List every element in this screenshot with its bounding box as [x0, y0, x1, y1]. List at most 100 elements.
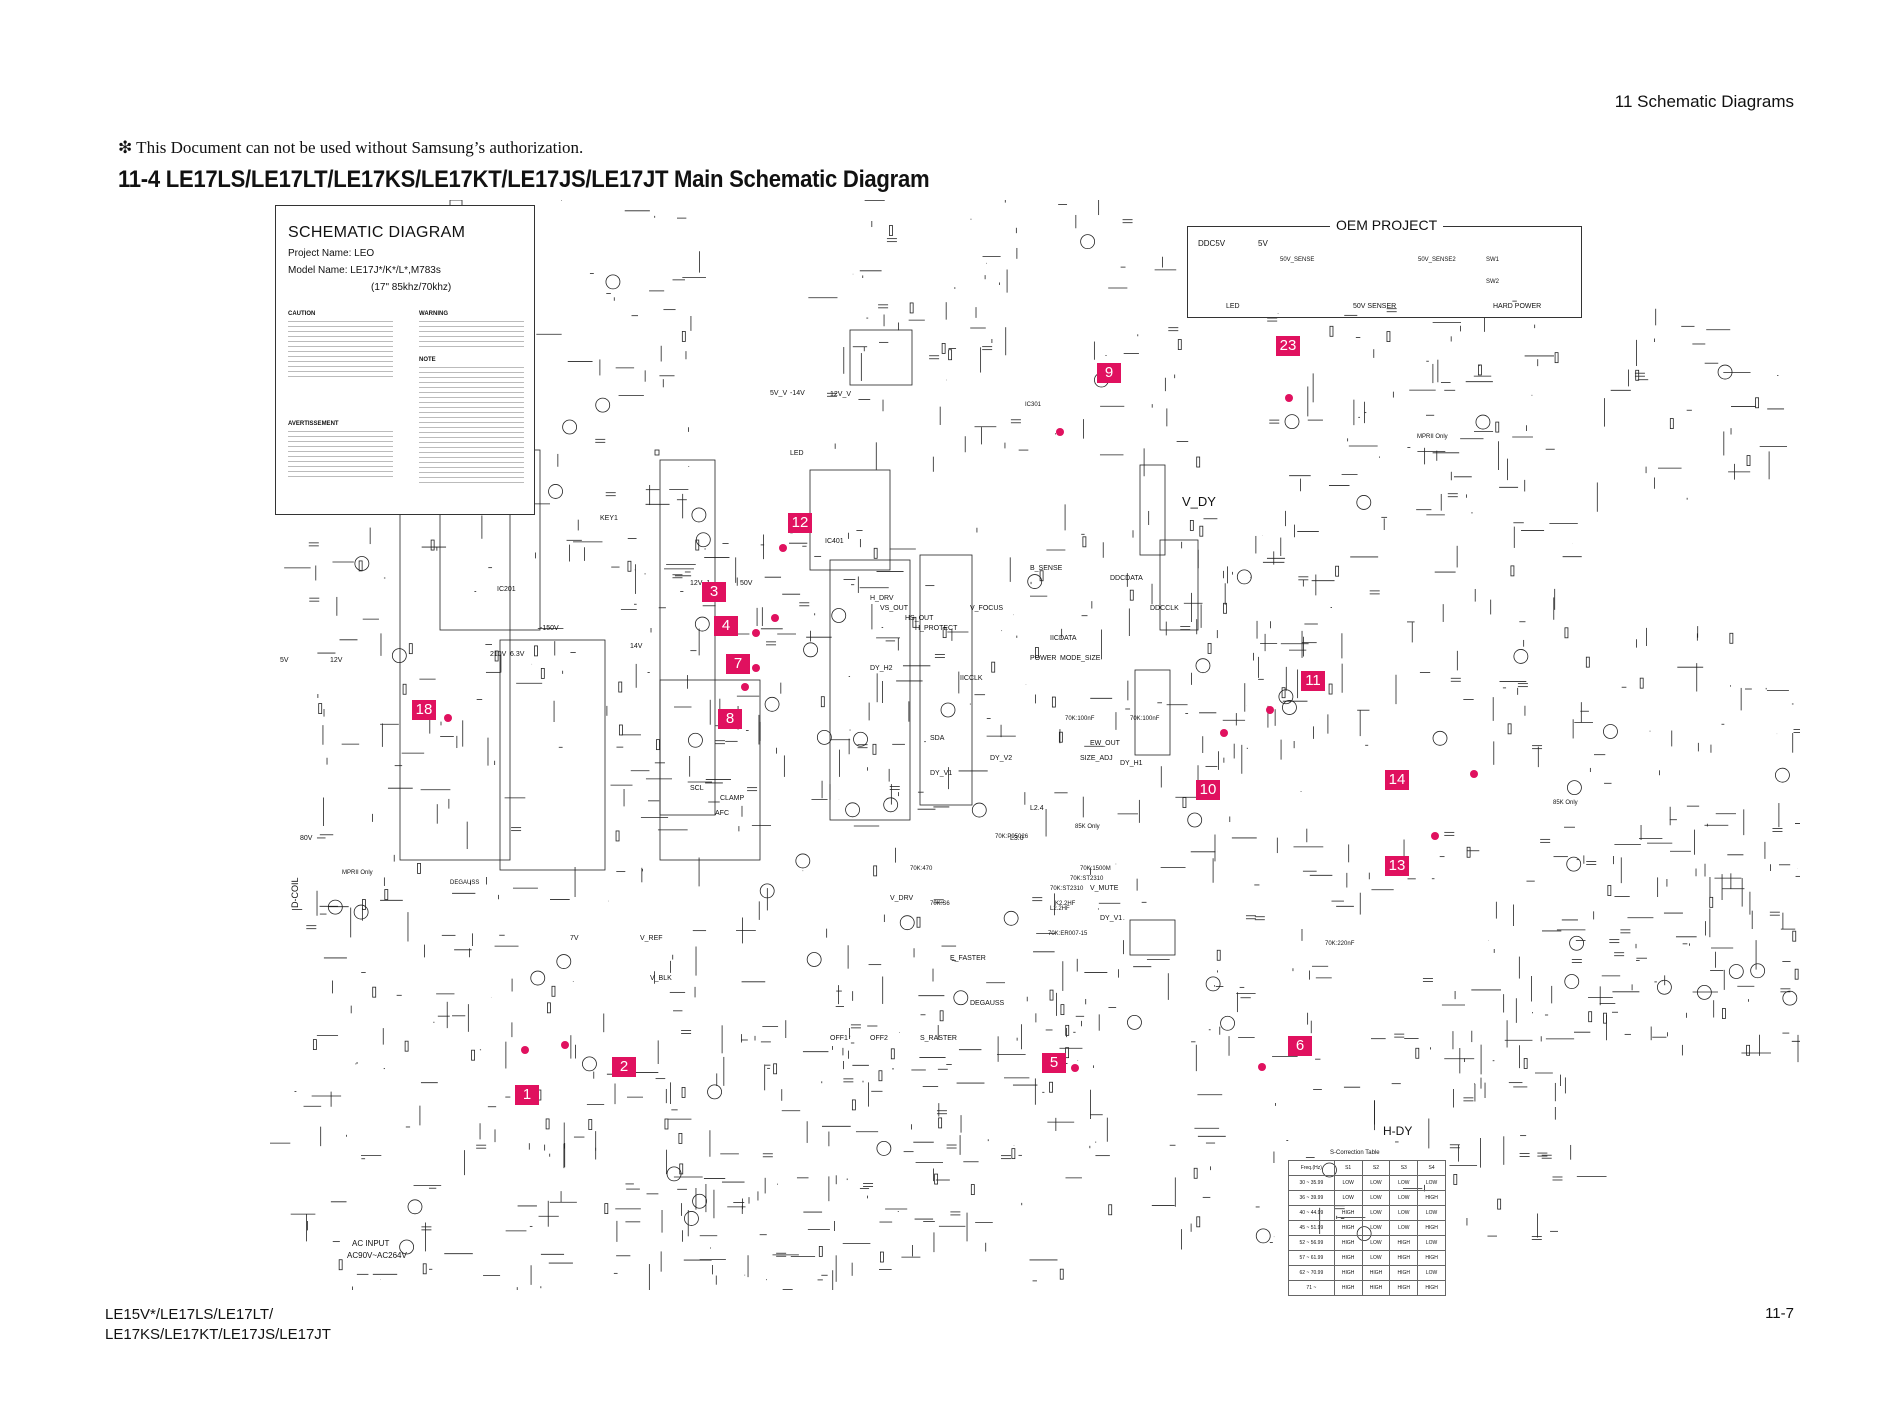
scorrection-cell: HIGH — [1389, 1250, 1419, 1266]
callout-target-dot — [771, 614, 779, 622]
callout-marker-18: 18 — [412, 700, 436, 720]
project-name: Project Name: LEO — [288, 248, 375, 259]
scorrection-cell: LOW — [1389, 1220, 1419, 1236]
scorrection-cell: 36 ~ 39.99 — [1288, 1190, 1335, 1206]
net-label: E_FASTER — [950, 955, 986, 962]
scorrection-cell: LOW — [1389, 1175, 1419, 1191]
scorrection-cell: 45 ~ 51.99 — [1288, 1220, 1335, 1236]
net-label: DY_V1 — [930, 770, 952, 777]
net-label: V_BLK — [650, 975, 672, 982]
component-label: 70K:ER007-15 — [1048, 931, 1088, 937]
callout-marker-14: 14 — [1385, 770, 1409, 790]
net-label: DDCCLK — [1150, 605, 1179, 612]
net-label: S_RASTER — [920, 1035, 957, 1042]
scorrection-cell: HIGH — [1417, 1190, 1446, 1206]
scorrection-cell: Freq.(Hz) — [1288, 1160, 1335, 1176]
net-label: L3.0 — [1010, 835, 1024, 842]
component-label: L2.2HF — [1050, 906, 1070, 912]
scorrection-cell: 52 ~ 56.99 — [1288, 1235, 1335, 1251]
scorrection-cell: LOW — [1361, 1220, 1391, 1236]
scorrection-cell: HIGH — [1389, 1235, 1419, 1251]
scorrection-cell: 71 ~ — [1288, 1280, 1335, 1296]
net-label: L2.4 — [1030, 805, 1044, 812]
net-label: 7V — [570, 935, 579, 942]
scorrection-cell: S1 — [1333, 1160, 1363, 1176]
net-label: V_FOCUS — [970, 605, 1003, 612]
net-label: DY_H2 — [870, 665, 893, 672]
net-label: IICDATA — [1050, 635, 1077, 642]
avertissement-heading: AVERTISSEMENT — [288, 421, 339, 427]
page-number: 11-7 — [1765, 1305, 1794, 1322]
scorrection-cell: HIGH — [1361, 1265, 1391, 1281]
net-label: EW_OUT — [1090, 740, 1121, 747]
net-label: 5V — [280, 657, 289, 664]
callout-marker-8: 8 — [718, 709, 742, 729]
scorrection-cell: LOW — [1389, 1205, 1419, 1221]
oem-50v-sense-label: 50V SENSER — [1353, 303, 1397, 310]
component-label: 70K:S6 — [930, 901, 950, 907]
scorrection-cell: LOW — [1417, 1175, 1446, 1191]
net-label: 210V — [490, 651, 507, 658]
degauss-label: DEGAUSS — [450, 880, 480, 886]
net-label: HS_OUT — [905, 615, 934, 622]
scorrection-cell: HIGH — [1389, 1280, 1419, 1296]
net-label: 80V — [300, 835, 313, 842]
ac-range-label: AC90V~AC264V — [347, 1251, 407, 1260]
component-label: 70K:470 — [910, 866, 933, 872]
callout-marker-13: 13 — [1385, 856, 1409, 876]
net-label: DDCDATA — [1110, 575, 1143, 582]
net-label: CLAMP — [720, 795, 744, 802]
oem-project-box: OEM PROJECT LED 50V SENSER HARD POWER DD… — [1187, 217, 1582, 318]
ic301-label: IC301 — [1025, 402, 1042, 408]
net-label: VS_OUT — [880, 605, 909, 612]
callout-target-dot — [741, 683, 749, 691]
net-label: V_REF — [640, 935, 663, 942]
component-label: 70K:220nF — [1325, 941, 1355, 947]
callout-target-dot — [561, 1041, 569, 1049]
section-title: 11 Schematic Diagrams — [1614, 92, 1794, 111]
net-label: 5V_V — [770, 390, 787, 397]
callout-target-dot — [521, 1046, 529, 1054]
callout-target-dot — [1266, 706, 1274, 714]
net-label: V_MUTE — [1090, 885, 1119, 892]
oem-sw2-net: SW2 — [1486, 279, 1500, 285]
net-label: SIZE_ADJ — [1080, 755, 1113, 762]
scorrection-cell: 57 ~ 61.99 — [1288, 1250, 1335, 1266]
scorrection-cell: HIGH — [1361, 1280, 1391, 1296]
net-label: DY_H1 — [1120, 760, 1143, 767]
callout-marker-1: 1 — [515, 1085, 539, 1105]
net-label: OFF1 — [830, 1035, 848, 1042]
authorization-notice: ❇ This Document can not be used without … — [118, 138, 584, 157]
net-label: IICCLK — [960, 675, 983, 682]
callout-target-dot — [1431, 832, 1439, 840]
hdy-label: H-DY — [1383, 1124, 1413, 1138]
net-label: 12V — [330, 657, 343, 664]
callout-marker-2: 2 — [612, 1057, 636, 1077]
scorrection-cell: 62 ~ 70.99 — [1288, 1265, 1335, 1281]
callout-target-dot — [1220, 729, 1228, 737]
mprii-only-label-left: MPRII Only — [342, 870, 373, 876]
callout-target-dot — [1056, 428, 1064, 436]
caution-heading: CAUTION — [288, 311, 316, 317]
model-name: Model Name: LE17J*/K*/L*,M783s — [288, 265, 441, 276]
net-label: B_SENSE — [1030, 565, 1063, 572]
scorrection-cell: HIGH — [1333, 1205, 1363, 1221]
component-label: 70K:1500M — [1080, 866, 1111, 872]
ac-input-label: AC INPUT — [352, 1239, 390, 1248]
scorrection-cell: S2 — [1361, 1160, 1391, 1176]
net-label: 14V — [630, 643, 643, 650]
mprii-only-label-right: MPRII Only — [1417, 434, 1448, 440]
component-label: 70K:ST2310 — [1070, 876, 1104, 882]
net-label: -14V — [790, 390, 805, 397]
scorrection-cell: HIGH — [1333, 1265, 1363, 1281]
scorrection-cell: LOW — [1417, 1205, 1446, 1221]
schematic-diagram: 5V12V14V_16.3V80V50V-14V-150V210V7V5V_V1… — [270, 200, 1800, 1290]
net-label: DY_V2 — [990, 755, 1012, 762]
scorrection-cell: LOW — [1361, 1175, 1391, 1191]
callout-target-dot — [752, 629, 760, 637]
